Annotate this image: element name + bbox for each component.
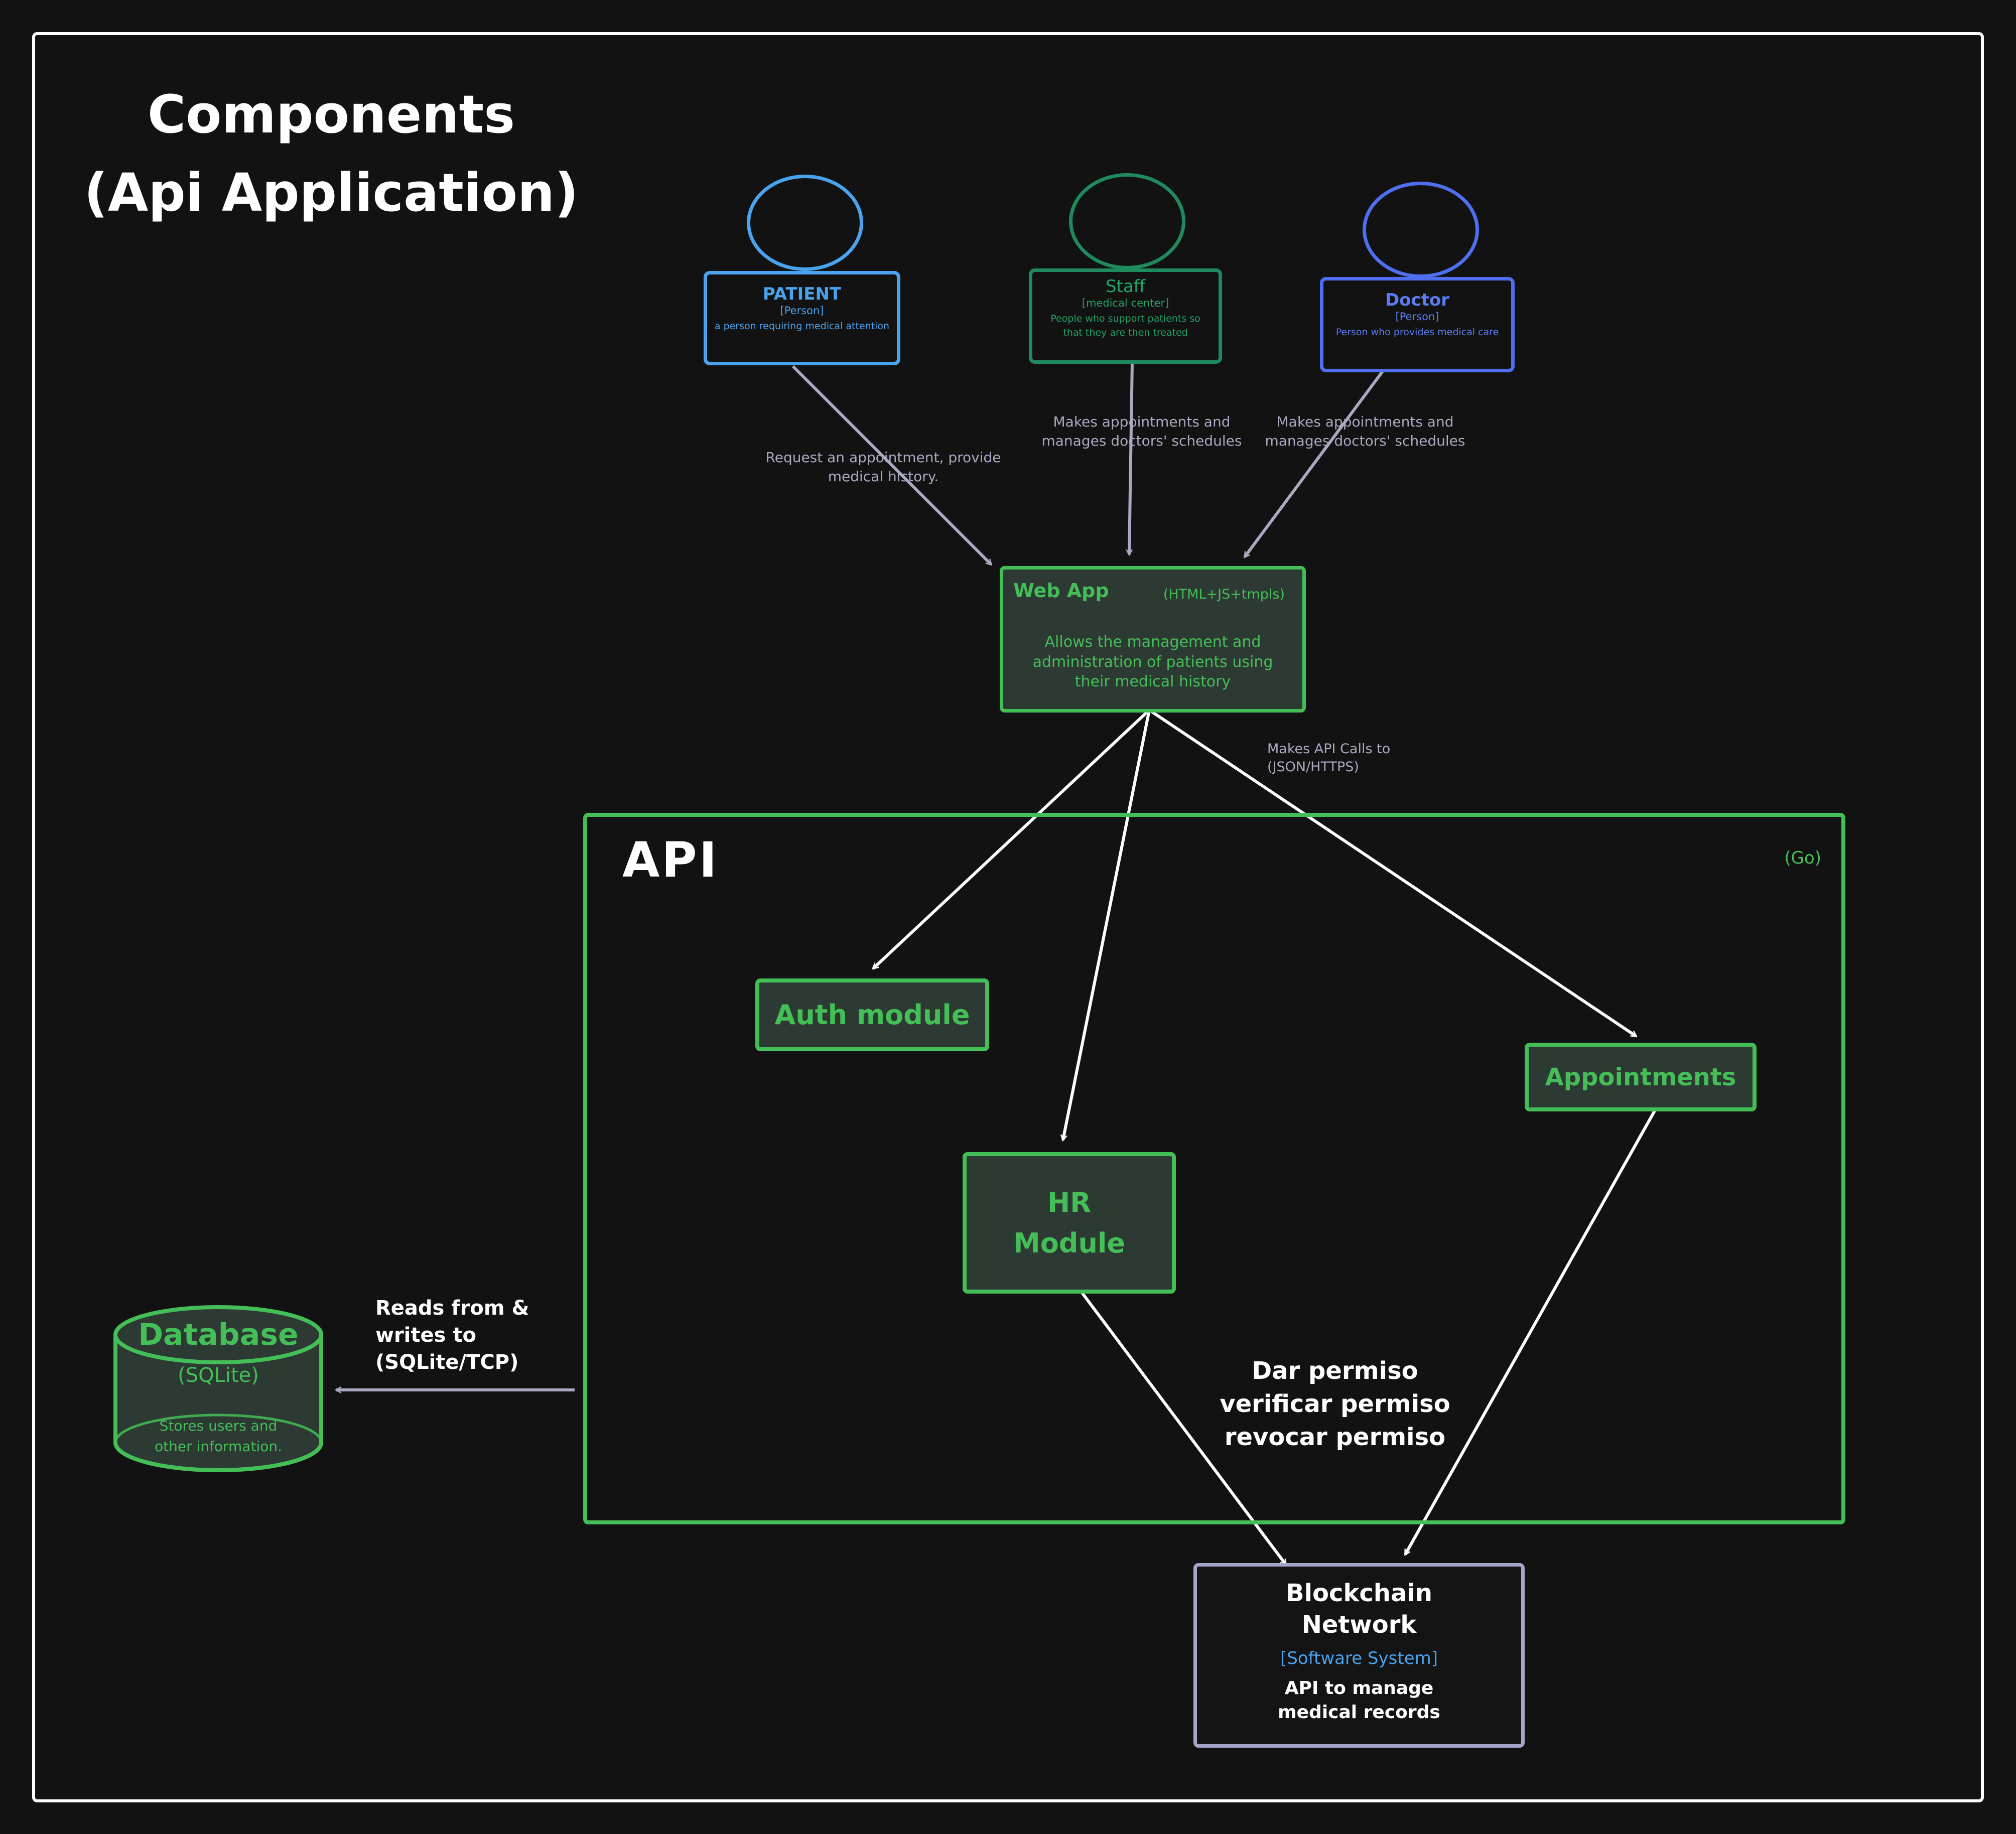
patient-head-icon <box>747 175 863 271</box>
operation-grant: Dar permiso <box>1252 1357 1418 1385</box>
webapp-api-relation-label: Makes API Calls to (JSON/HTTPS) <box>1267 741 1391 775</box>
patient-description: a person requiring medical attention <box>714 321 890 332</box>
patient-type: [Person] <box>780 305 824 317</box>
webapp-container[interactable]: Web App (HTML+JS+tmpls) Allows the manag… <box>1000 566 1306 713</box>
database-description: Stores users and other information. <box>155 1418 282 1455</box>
operation-verify: verificar permiso <box>1220 1389 1450 1418</box>
staff-relation-label: Makes appointments and manages doctors' … <box>1041 413 1242 449</box>
auth-module[interactable]: Auth module <box>755 978 989 1051</box>
hr-to-blockchain-arrow <box>1080 1291 1287 1565</box>
blockchain-description: API to manage medical records <box>1278 1677 1440 1723</box>
webapp-to-hr-arrow <box>1063 710 1151 1140</box>
doctor-person[interactable]: Doctor [Person] Person who provides medi… <box>1320 277 1515 372</box>
doctor-relation-label: Makes appointments and manages doctors' … <box>1265 413 1465 449</box>
webapp-title: Web App <box>1013 580 1109 602</box>
staff-type: [medical center] <box>1082 297 1169 310</box>
doctor-to-webapp-arrow <box>1243 370 1384 557</box>
webapp-tech: (HTML+JS+tmpls) <box>1163 587 1285 602</box>
database-title: Database <box>138 1317 299 1352</box>
api-tech: (Go) <box>1784 848 1821 868</box>
api-title: API <box>622 832 719 888</box>
blockchain-system[interactable]: Blockchain Network [Software System] API… <box>1193 1563 1525 1748</box>
webapp-description: Allows the management and administration… <box>1032 633 1273 691</box>
appointments-to-blockchain-arrow <box>1404 1109 1657 1555</box>
doctor-head-icon <box>1363 182 1479 278</box>
staff-head-icon <box>1069 173 1185 269</box>
webapp-to-auth-arrow <box>873 709 1151 968</box>
patient-to-webapp-arrow <box>791 365 991 565</box>
diagram-title: Components (Api Application) <box>75 75 587 241</box>
staff-description: People who support patients so that they… <box>1050 313 1200 338</box>
doctor-description: Person who provides medical care <box>1335 327 1499 338</box>
api-boundary[interactable]: API (Go) <box>583 813 1845 1524</box>
webapp-to-appointments-arrow <box>1148 709 1636 1038</box>
appointments-module-label: Appointments <box>1545 1063 1736 1091</box>
database-tech: (SQLite) <box>178 1364 259 1387</box>
appointments-module[interactable]: Appointments <box>1525 1043 1757 1111</box>
hr-module[interactable]: HR Module <box>963 1152 1176 1294</box>
blockchain-title: Blockchain Network <box>1285 1579 1433 1639</box>
diagram-title-line2: (Api Application) <box>84 162 579 223</box>
outer-frame <box>32 32 1984 1802</box>
blockchain-type: [Software System] <box>1280 1648 1438 1668</box>
auth-module-label: Auth module <box>774 999 970 1031</box>
operation-revoke: revocar permiso <box>1224 1423 1446 1451</box>
staff-name: Staff <box>1105 276 1146 297</box>
doctor-type: [Person] <box>1395 311 1439 323</box>
staff-person[interactable]: Staff [medical center] People who suppor… <box>1029 268 1222 364</box>
database-cylinder[interactable] <box>110 1302 326 1475</box>
patient-relation-label: Request an appointment, provide medical … <box>765 449 1001 485</box>
blockchain-operations-label: Dar permiso verificar permiso revocar pe… <box>1202 1355 1468 1454</box>
hr-module-label: HR Module <box>1013 1187 1126 1259</box>
database-relation-label: Reads from & writes to (SQLite/TCP) <box>375 1297 529 1374</box>
diagram-title-line1: Components <box>147 84 515 145</box>
doctor-name: Doctor <box>1385 290 1450 310</box>
patient-name: PATIENT <box>762 284 842 304</box>
patient-person[interactable]: PATIENT [Person] a person requiring medi… <box>704 271 900 365</box>
staff-to-webapp-arrow <box>1129 361 1134 554</box>
